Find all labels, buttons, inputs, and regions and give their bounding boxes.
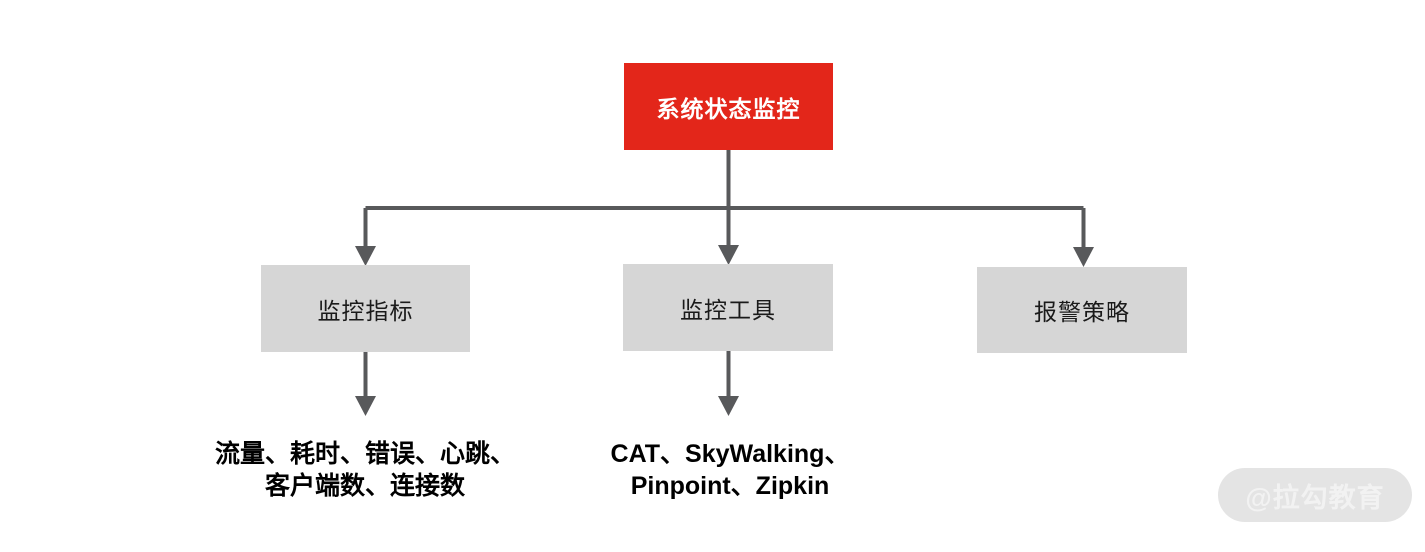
leaf-monitoring-tools-items: CAT、SkyWalking、 Pinpoint、Zipkin — [610, 440, 850, 500]
arrowhead-left — [355, 246, 376, 266]
arrowhead-right — [1073, 247, 1094, 267]
watermark-text: @拉勾教育 — [1245, 482, 1385, 513]
node-root-label: 系统状态监控 — [656, 95, 801, 122]
node-branch-label: 监控指标 — [317, 297, 414, 324]
node-monitoring-tools[interactable]: 监控工具 — [623, 264, 833, 351]
arrowhead-branch2-leaf — [718, 396, 739, 416]
arrowhead-branch1-leaf — [355, 396, 376, 416]
node-branch-label: 监控工具 — [680, 296, 776, 323]
watermark-badge: @拉勾教育 — [1218, 468, 1412, 522]
node-system-status-monitoring[interactable]: 系统状态监控 — [624, 63, 833, 150]
node-monitoring-metrics[interactable]: 监控指标 — [261, 265, 470, 352]
node-alert-strategy[interactable]: 报警策略 — [977, 267, 1187, 353]
leaf-monitoring-metrics-items: 流量、耗时、错误、心跳、 客户端数、连接数 — [214, 440, 515, 500]
arrowhead-middle — [718, 245, 739, 265]
node-branch-label: 报警策略 — [1034, 299, 1130, 325]
